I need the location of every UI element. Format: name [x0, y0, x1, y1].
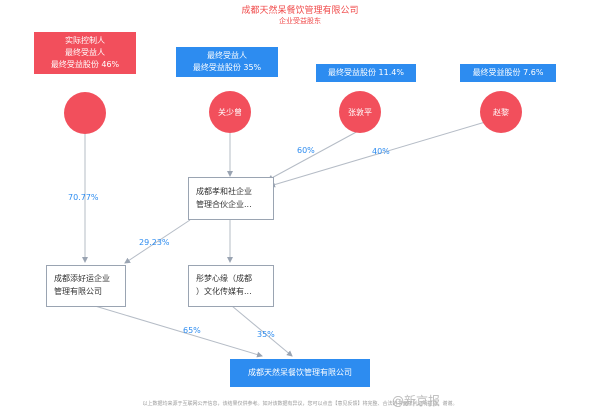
edge-tianhaoyun-target	[94, 305, 263, 358]
shareholder-2-tag: 最终受益人 最终受益股份 35%	[176, 47, 278, 77]
pct-p4-partnership: 40%	[372, 147, 390, 156]
shareholder-3-tag: 最终受益股份 11.4%	[316, 64, 416, 82]
edge-p3-partnership	[267, 129, 361, 181]
shareholder-1-tag: 实际控制人 最终受益人 最终受益股份 46%	[34, 32, 136, 74]
company-tianhaoyun[interactable]: 成都添好运企业 管理有限公司	[46, 265, 126, 307]
footer-disclaimer: 以上数据均来源于互联网公开信息，该结果仅供参考。如对该数据有异议，您可以点击【意…	[142, 401, 458, 407]
edge-partnership-tianhaoyun	[124, 219, 191, 264]
page-subtitle: 企业受益股东	[279, 17, 321, 25]
edge-p4-partnership	[269, 119, 493, 188]
company-partnership[interactable]: 成都孝和社企业 管理合伙企业...	[188, 177, 274, 220]
shareholder-1-avatar[interactable]	[64, 92, 106, 134]
watermark: @新京报	[392, 394, 441, 408]
edge-tongmeng-target	[231, 305, 293, 357]
shareholder-4-tag: 最终受益股份 7.6%	[460, 64, 556, 82]
shareholder-2-avatar[interactable]: 关少曾	[209, 91, 251, 133]
shareholder-3-avatar[interactable]: 张敦平	[339, 91, 381, 133]
pct-tongmeng-target: 35%	[257, 330, 275, 339]
pct-p3-partnership: 60%	[297, 146, 315, 155]
shareholder-4-avatar[interactable]: 赵黎	[480, 91, 522, 133]
pct-tianhaoyun-target: 65%	[183, 326, 201, 335]
page-title: 成都天然呆餐饮管理有限公司	[241, 6, 359, 16]
company-target[interactable]: 成都天然呆餐饮管理有限公司	[230, 359, 370, 387]
pct-partnership-tianhaoyun: 29.23%	[139, 238, 170, 247]
pct-p1-tianhaoyun: 70.77%	[68, 193, 99, 202]
company-tongmeng[interactable]: 彤梦心缘（成都 ）文化传媒有...	[188, 265, 274, 307]
